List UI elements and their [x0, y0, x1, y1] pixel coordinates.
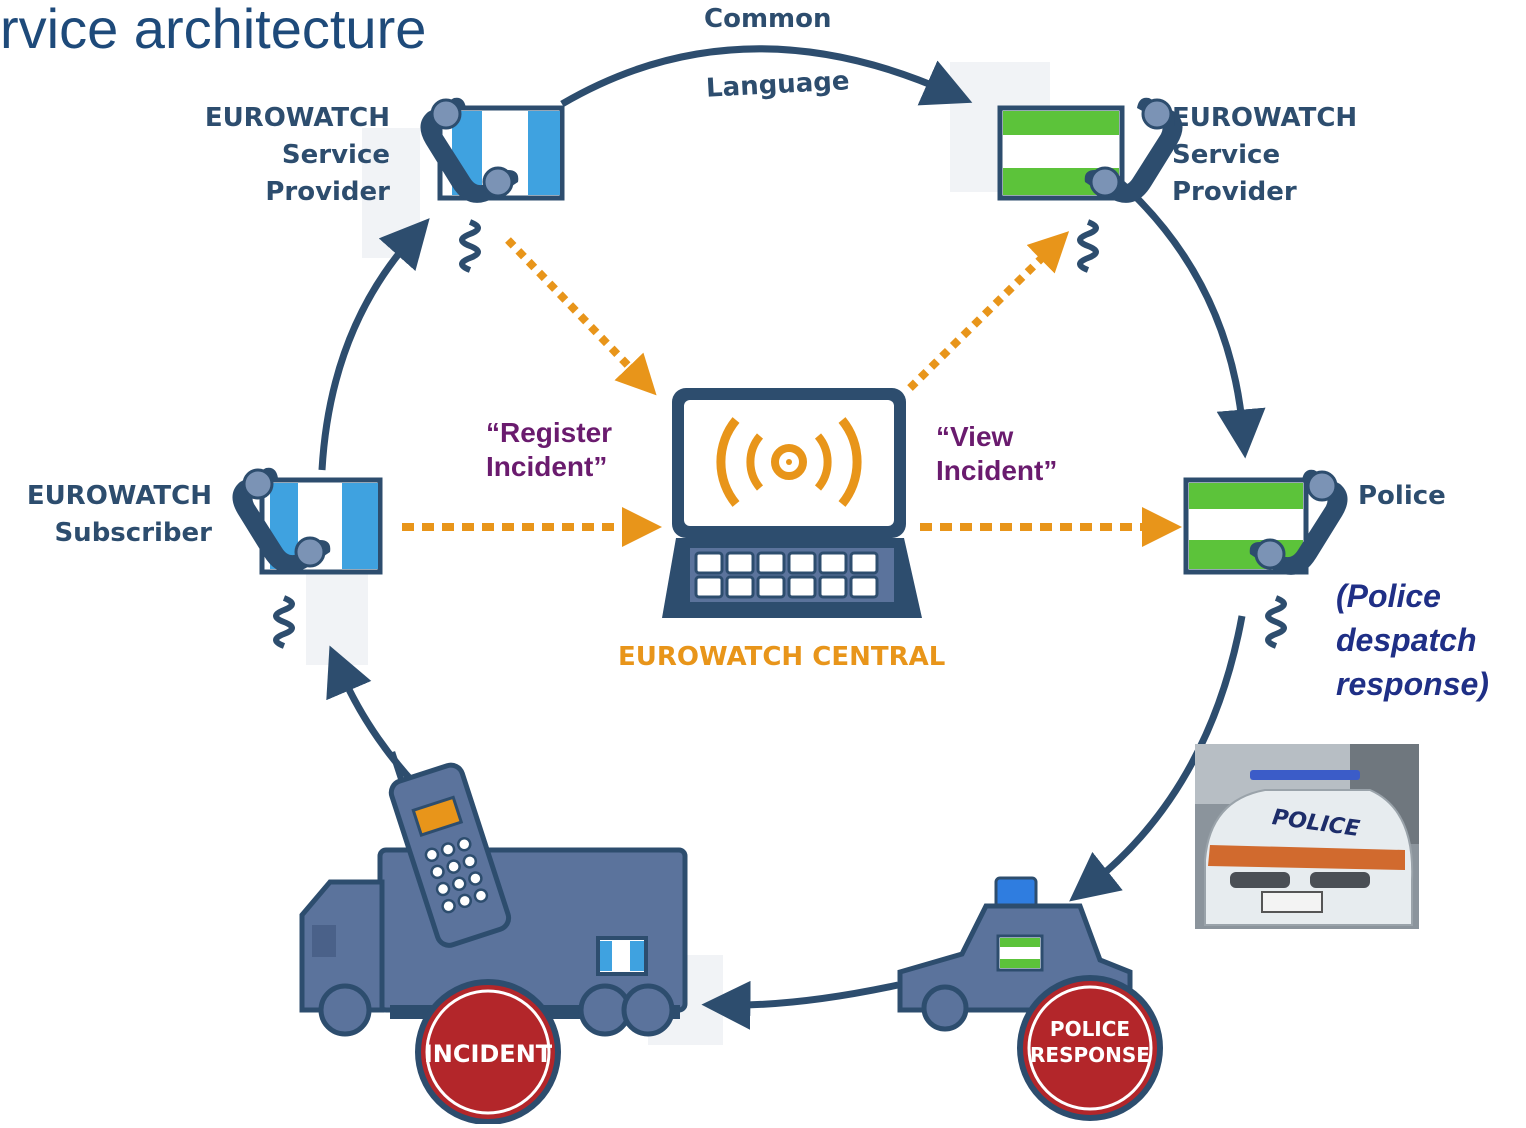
police-car-photo: POLICE [1195, 744, 1419, 929]
police-despatch-note: (Police despatch response) [1336, 578, 1489, 702]
arrow-provider-to-police [1115, 177, 1266, 459]
police-response-line2: RESPONSE [1030, 1043, 1150, 1067]
mobile-phone [388, 751, 512, 948]
arrow-response-to-incident [701, 980, 899, 1030]
arrow-police-to-response [1069, 615, 1246, 902]
slide-title: rvice architecture [0, 0, 427, 60]
label-view-incident: “View Incident” [936, 421, 1058, 486]
incident-sign: INCIDENT [415, 979, 561, 1125]
label-provider-right: EUROWATCH Service Provider [1172, 103, 1358, 207]
label-provider-left: EUROWATCH Service Provider [204, 103, 390, 207]
phone-subscriber [230, 466, 383, 646]
arrow-common-language [560, 45, 973, 108]
label-subscriber: EUROWATCH Subscriber [26, 481, 212, 548]
common-language-line1: Common [704, 4, 832, 34]
arrow-provider-to-central [505, 237, 657, 396]
arrow-central-to-provider [907, 231, 1070, 391]
phone-police [1183, 468, 1350, 646]
label-police: Police [1358, 481, 1446, 511]
arrow-subscriber-to-provider [318, 218, 430, 471]
laptop-central [662, 388, 922, 618]
phone-provider-right [997, 96, 1185, 270]
label-central: EUROWATCH CENTRAL [618, 642, 946, 672]
incident-sign-text: INCIDENT [424, 1040, 553, 1068]
police-response-line1: POLICE [1050, 1017, 1130, 1041]
phone-provider-left [418, 96, 565, 270]
police-response-sign: POLICE RESPONSE [1017, 975, 1163, 1121]
label-register-incident: “Register Incident” [486, 417, 613, 482]
